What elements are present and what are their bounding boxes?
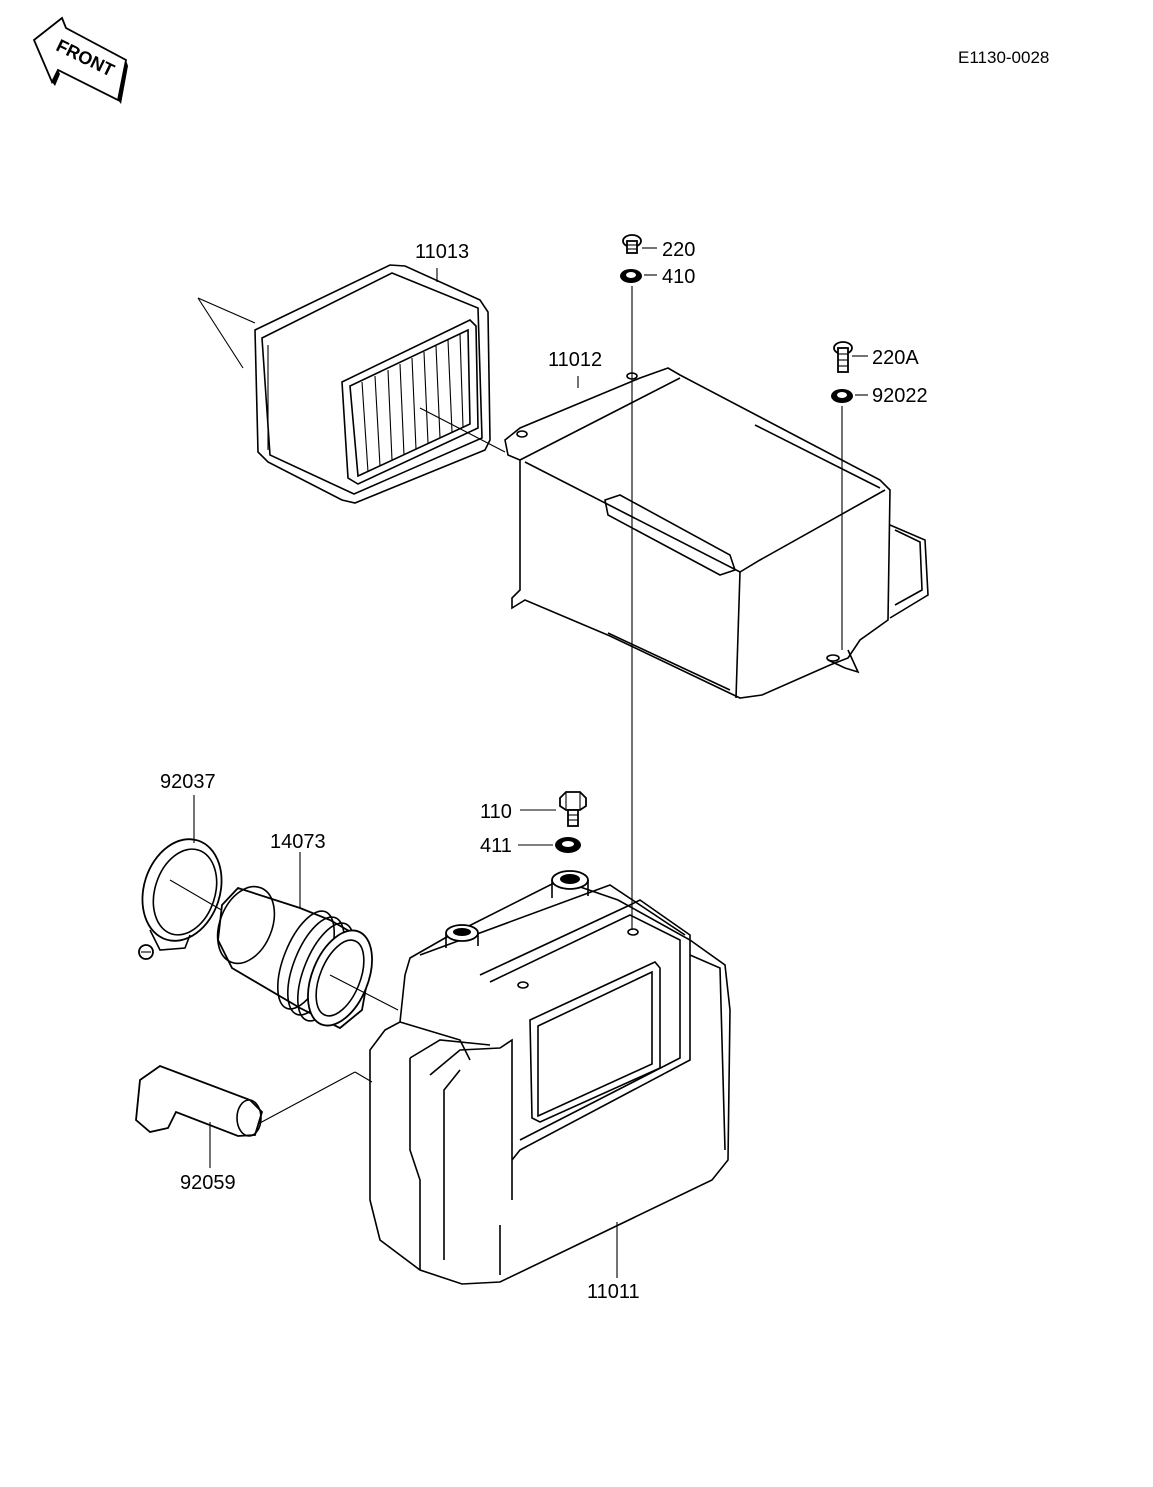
washer-410: [620, 269, 657, 283]
label-11011: 11011: [587, 1281, 640, 1303]
air-filter-element: [197, 264, 506, 504]
label-220: 220: [662, 239, 695, 261]
screw-220: [622, 234, 657, 254]
bolt-110: [520, 791, 587, 827]
hose-clamp: [138, 795, 231, 960]
label-14073: 14073: [270, 831, 326, 853]
label-92037: 92037: [160, 771, 216, 793]
label-411: 411: [480, 835, 512, 857]
label-220A: 220A: [872, 347, 919, 369]
label-92022: 92022: [872, 385, 928, 407]
washer-411: [518, 837, 581, 853]
air-cleaner-cover: [504, 367, 929, 699]
front-arrow-badge: FRONT: [32, 16, 128, 104]
label-11013: 11013: [415, 241, 469, 263]
label-410: 410: [662, 266, 695, 288]
screw-220A: [833, 341, 868, 373]
drain-hose: [135, 1064, 373, 1168]
washer-92022: [831, 389, 868, 403]
label-92059: 92059: [180, 1172, 236, 1194]
intake-duct: [216, 852, 399, 1030]
label-11012: 11012: [548, 349, 602, 371]
label-110: 110: [480, 801, 512, 823]
air-cleaner-housing: [369, 870, 731, 1285]
document-code: E1130-0028: [958, 48, 1049, 67]
